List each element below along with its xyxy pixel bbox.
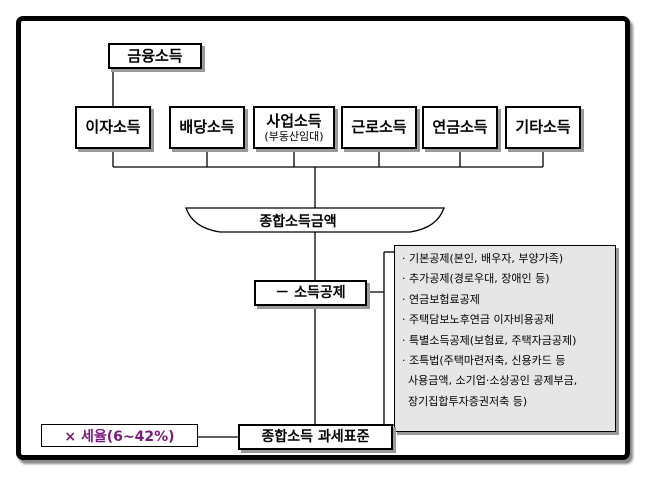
income-type-dividend: 배당소득 xyxy=(169,106,245,149)
tax-rate-box: × 세율(6~42%) xyxy=(41,424,198,447)
aggregate-income-label: 종합소득금액 xyxy=(259,213,337,230)
income-type-label: 사업소득 xyxy=(266,111,322,130)
income-type-label: 연금소득 xyxy=(432,118,488,136)
deduction-item: · 기본공제(본인, 배우자, 부양가족) xyxy=(402,252,564,265)
income-type-other: 기타소득 xyxy=(505,106,581,149)
income-type-pension: 연금소득 xyxy=(422,106,498,149)
deduction-item: · 주택담보노후연금 이자비용공제 xyxy=(402,313,555,327)
aggregate-brace xyxy=(185,207,445,233)
tax-base-label: 종합소득 과세표준 xyxy=(261,428,370,445)
financial-income-label: 금융소득 xyxy=(127,46,183,65)
income-type-business: 사업소득 (부동산임대) xyxy=(253,106,335,149)
deduction-item: 장기집합투자증권저축 등) xyxy=(408,394,528,408)
income-type-earned: 근로소득 xyxy=(341,106,417,149)
income-type-label: 이자소득 xyxy=(85,118,141,136)
deduction-item: 사용금액, 소기업·소상공인 공제부금, xyxy=(408,374,578,388)
income-type-interest: 이자소득 xyxy=(75,106,151,149)
income-type-label: 기타소득 xyxy=(515,118,571,136)
income-type-sublabel: (부동산임대) xyxy=(264,129,324,143)
deduction-item: · 조특법(주택마련저축, 신용카드 등 xyxy=(402,354,566,368)
deduction-box: － 소득공제 xyxy=(254,280,367,306)
financial-income-box: 금융소득 xyxy=(108,43,202,69)
tax-rate-label: × 세율(6~42%) xyxy=(64,428,175,445)
deduction-item: · 연금보험료공제 xyxy=(402,292,480,306)
tax-base-box: 종합소득 과세표준 xyxy=(238,424,393,450)
deduction-item: · 추가공제(경로우대, 장애인 등) xyxy=(402,272,550,286)
income-type-label: 근로소득 xyxy=(351,118,407,136)
deduction-item: · 특별소득공제(보험료, 주택자금공제) xyxy=(402,333,577,347)
deduction-items-box: · 기본공제(본인, 배우자, 부양가족) · 추가공제(경로우대, 장애인 등… xyxy=(394,245,616,432)
income-type-label: 배당소득 xyxy=(179,118,235,136)
deduction-label: － 소득공제 xyxy=(275,284,346,301)
